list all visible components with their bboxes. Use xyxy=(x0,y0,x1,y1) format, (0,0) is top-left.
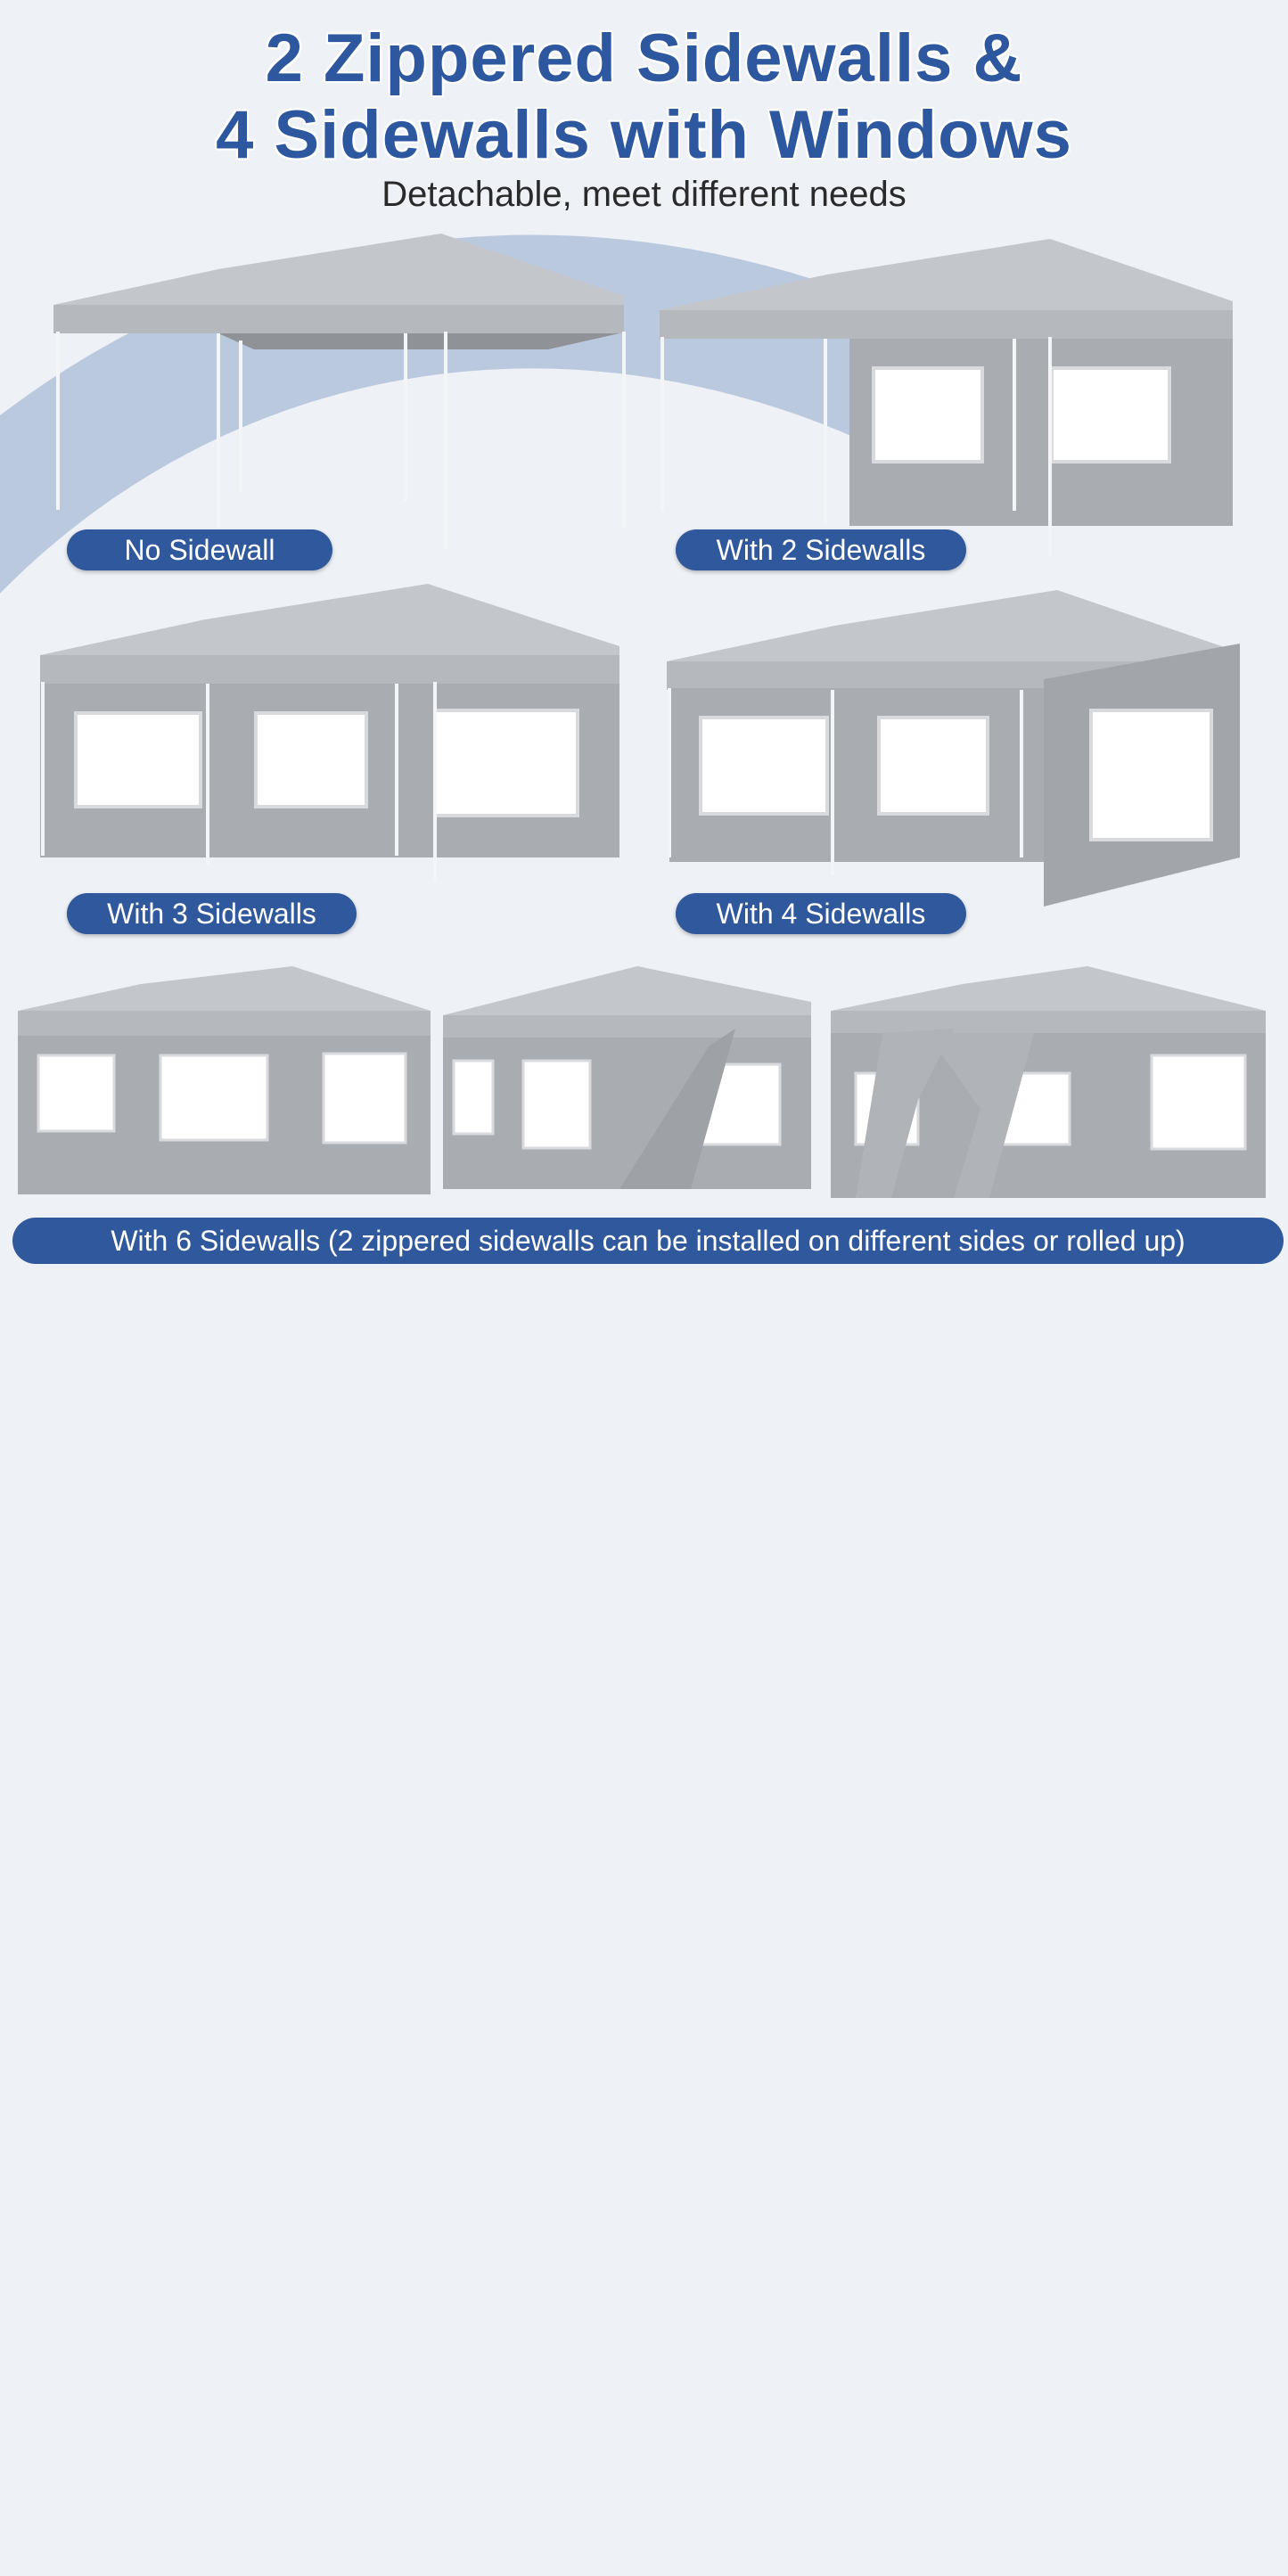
subtitle: Detachable, meet different needs xyxy=(381,175,907,214)
tent-3-sidewalls-image xyxy=(40,584,619,882)
label-no-sidewall: No Sidewall xyxy=(67,529,332,570)
label-6-sidewalls: With 6 Sidewalls (2 zippered sidewalls c… xyxy=(12,1218,1284,1264)
tent-no-sidewall-image xyxy=(53,234,626,550)
headline-line-2: 4 Sidewalls with Windows xyxy=(216,97,1072,173)
tent-6-sidewalls-closed-image xyxy=(18,966,431,1194)
headline-line-1: 2 Zippered Sidewalls & xyxy=(265,21,1023,96)
tent-2-sidewalls-image xyxy=(660,239,1233,555)
label-3-sidewalls: With 3 Sidewalls xyxy=(67,893,357,934)
tent-6-sidewalls-two-open-image xyxy=(831,966,1266,1198)
tent-4-sidewalls-image xyxy=(667,590,1240,907)
label-4-sidewalls: With 4 Sidewalls xyxy=(676,893,966,934)
label-2-sidewalls: With 2 Sidewalls xyxy=(676,529,966,570)
tent-6-sidewalls-one-open-image xyxy=(443,966,811,1189)
